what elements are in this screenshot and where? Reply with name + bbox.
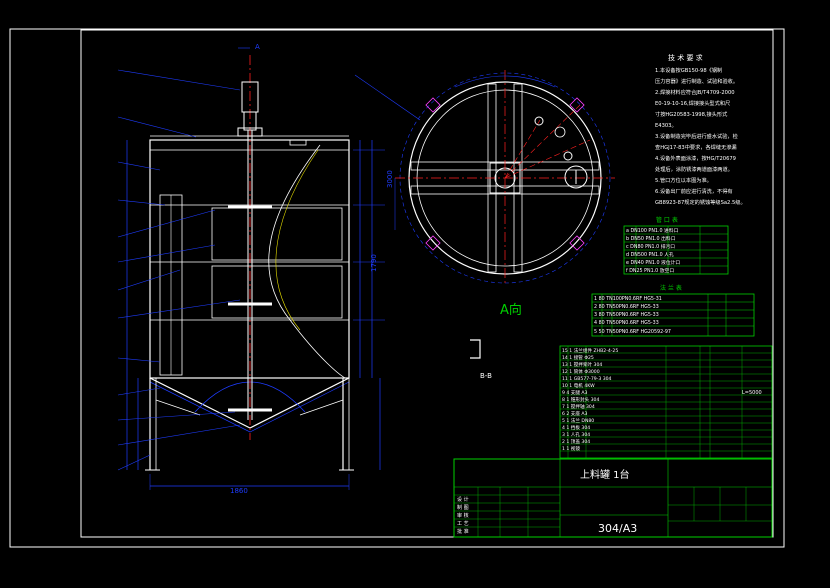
- drawing-title: 上料罐 1台: [580, 468, 630, 481]
- view-a-label: A向: [500, 302, 522, 318]
- tb-row-3: 工 艺: [457, 521, 469, 527]
- note-line-1: 压力容器》进行制造、试验和验收。: [655, 77, 738, 85]
- note-line-8: 4.设备外表面涂漆，按HG/T20679: [655, 154, 736, 162]
- flange-row-3: 4 80 TN50PN0.6RF HG5-33: [594, 320, 659, 326]
- note-line-4: 寸按HG20583-1998,接头形式: [655, 110, 728, 118]
- part-row-5: 10 1 电机 4KW: [562, 382, 595, 389]
- note-line-6: 3.设备制造完毕后进行盛水试验，检: [655, 132, 738, 140]
- material-spec: 304/A3: [598, 522, 637, 535]
- tb-row-2: 审 核: [457, 512, 469, 519]
- flange-row-2: 3 80 TN50PN0.6RF HG5-33: [594, 312, 659, 318]
- part-row-11: 4 1 挡板 304: [562, 424, 590, 431]
- part-row-12: 3 1 人孔 304: [562, 431, 590, 438]
- tank-shell: [149, 139, 350, 379]
- elevation-view: A 1860 1790 B-B: [117, 43, 492, 495]
- cone-bottom: [149, 377, 350, 429]
- part-row-7: 8 1 锥形封头 304: [562, 396, 599, 403]
- nozzle-table: 管 口 表 a DN100 PN1.0 进料口 b DN50 PN1.0 出料口…: [623, 216, 729, 275]
- note-line-0: 1.本设备按GB150-98《钢制: [655, 66, 722, 74]
- parts-note: L=5000: [742, 390, 762, 396]
- part-row-9: 6 2 支座 A3: [562, 410, 588, 417]
- section-label: A: [255, 43, 260, 51]
- flange-row-4: 5 50 TN50PN0.6RF HG20592-97: [594, 329, 671, 335]
- part-row-3: 12 1 筒体 Φ3000: [562, 368, 600, 375]
- flange-table-title: 法 兰 表: [660, 284, 682, 292]
- outer-frame: [9, 28, 785, 548]
- note-line-7: 查HGJ17-83中要求，各焊缝无渗漏: [655, 143, 737, 151]
- note-line-3: E0-19-10-16,焊接接头型式和尺: [655, 99, 730, 107]
- part-row-2: 13 1 搅拌桨叶 304: [562, 361, 602, 368]
- nozzle-row-4: e DN40 PN1.0 液位计口: [626, 259, 680, 266]
- tb-row-0: 设 计: [457, 496, 469, 503]
- part-row-6: 9 4 支腿 A3: [562, 389, 588, 396]
- note-line-5: E4303。: [655, 123, 677, 129]
- nozzle-row-2: c DN80 PN1.0 排污口: [626, 243, 675, 250]
- section-bb-label: B-B: [480, 372, 492, 380]
- manhole: [564, 165, 588, 189]
- part-row-14: 1 1 视镜: [562, 445, 580, 452]
- part-row-8: 7 1 搅拌轴 304: [562, 403, 595, 410]
- height-dim: 1790: [370, 254, 378, 272]
- flange-table: 法 兰 表 1 80 TN100PN0.6RF HG5-31 2 80 TN50…: [591, 284, 755, 337]
- part-row-0: 15 1 法兰组件 ZHB2-4-25: [562, 347, 618, 354]
- part-row-10: 5 1 法兰 DN80: [562, 417, 594, 424]
- nozzle-row-1: b DN50 PN1.0 出料口: [626, 235, 676, 242]
- nozzle-row-5: f DN25 PN1.0 放空口: [626, 267, 674, 274]
- tb-row-1: 制 图: [457, 504, 469, 511]
- note-line-10: 5.管口方位以本图为准。: [655, 176, 712, 184]
- part-row-4: 11 1 GB577-79-3 304: [562, 376, 612, 382]
- nozzle-row-0: a DN100 PN1.0 进料口: [626, 227, 679, 234]
- parts-list: 15 1 法兰组件 ZHB2-4-25 14 1 接管 Φ25 13 1 搅拌桨…: [559, 345, 773, 459]
- plan-dia-dim: 3000: [386, 170, 394, 188]
- tb-row-4: 批 准: [457, 528, 469, 535]
- part-row-13: 2 1 顶盖 304: [562, 438, 590, 445]
- part-row-1: 14 1 接管 Φ25: [562, 354, 594, 361]
- note-line-11: 6.设备出厂前应进行清洗，不得有: [655, 187, 733, 195]
- technical-notes: 技 术 要 求 1.本设备按GB150-98《钢制 压力容器》进行制造、试验和验…: [655, 53, 746, 206]
- note-line-9: 处理后，涂防锈漆两道面漆两道。: [655, 165, 733, 173]
- note-line-12: GB8923-87规定的锈蚀等级Sa2.5级。: [655, 198, 746, 206]
- nozzle-row-3: d DN500 PN1.0 人孔: [626, 251, 674, 258]
- title-block: 上料罐 1台 304/A3 设 计 制 图 审 核 工 艺 批 准: [453, 458, 773, 538]
- nozzle-table-title: 管 口 表: [656, 216, 678, 224]
- overall-width-dim: 1860: [230, 487, 248, 495]
- note-line-2: 2.焊接材料应符合JB/T4709-2000: [655, 88, 735, 96]
- flange-row-1: 2 80 TN50PN0.6RF HG5-33: [594, 304, 659, 310]
- inner-frame: [80, 29, 774, 538]
- flange-row-0: 1 80 TN100PN0.6RF HG5-31: [594, 296, 662, 302]
- plan-view: A向 3000: [354, 70, 615, 318]
- notes-title: 技 术 要 求: [668, 53, 703, 62]
